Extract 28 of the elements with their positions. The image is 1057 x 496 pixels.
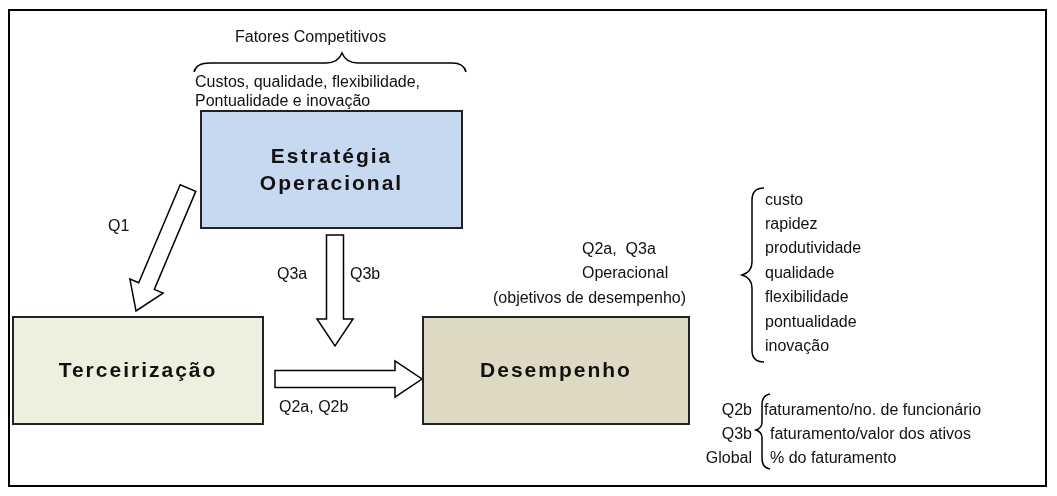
text-label: pontualidade xyxy=(765,312,857,331)
text-label: qualidade xyxy=(765,263,835,282)
text-label: Fatores Competitivos xyxy=(235,27,387,46)
text-label: flexibilidade xyxy=(765,287,849,306)
text-label: Custos, qualidade, flexibilidade, Pontualidade e inovação xyxy=(195,72,422,110)
process-box: Terceirização xyxy=(12,316,264,425)
text-label: produtividade xyxy=(765,238,862,257)
process-box: Estratégia Operacional xyxy=(200,110,463,229)
text-label: Operacional xyxy=(582,263,669,282)
text-label: Q3a xyxy=(277,264,308,283)
text-label: Q3b xyxy=(721,424,752,443)
text-label: inovação xyxy=(765,336,830,355)
text-label: rapidez xyxy=(765,214,818,233)
text-label: custo xyxy=(765,190,804,209)
text-label: % do faturamento xyxy=(770,448,897,467)
edge-label: Q2a, Q2b xyxy=(279,397,349,416)
text-label: Q2b xyxy=(721,400,752,419)
text-label: (objetivos de desempenho) xyxy=(493,288,686,307)
text-label: Q3b xyxy=(350,264,381,283)
text-label: Q2a, Q3a xyxy=(582,239,656,258)
block-arrow xyxy=(128,183,197,313)
process-box: Desempenho xyxy=(422,316,690,425)
block-arrow xyxy=(274,359,424,399)
text-label: faturamento/no. de funcionário xyxy=(764,400,982,419)
edge-label: Q1 xyxy=(108,216,130,235)
text-label: faturamento/valor dos ativos xyxy=(770,424,971,443)
text-label: Global xyxy=(705,448,752,467)
block-arrow xyxy=(315,234,355,348)
